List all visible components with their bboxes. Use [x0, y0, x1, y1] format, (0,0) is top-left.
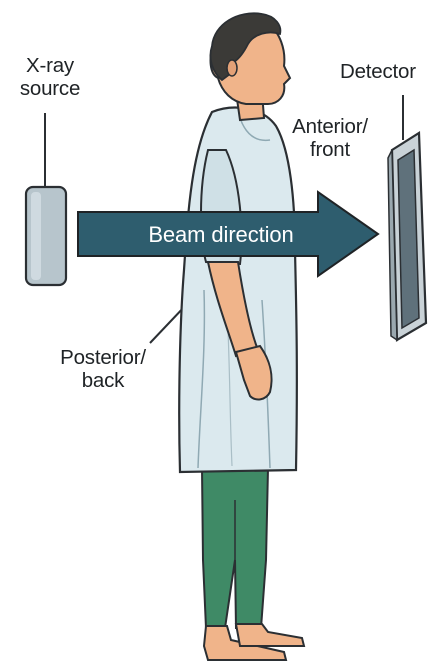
xray-source-label-line1: X-ray — [10, 55, 90, 78]
anterior-label-line2: front — [280, 139, 380, 162]
posterior-label-line2: back — [38, 370, 168, 393]
posterior-label: Posterior/ back — [38, 347, 168, 393]
patient-figure — [179, 13, 304, 660]
xray-source-label: X-ray source — [10, 55, 90, 101]
ear — [227, 60, 237, 76]
detector-panel — [388, 133, 426, 340]
anterior-label: Anterior/ front — [280, 116, 380, 162]
detector-label: Detector — [340, 61, 446, 84]
posterior-label-line1: Posterior/ — [38, 347, 168, 370]
front-foot — [236, 624, 304, 646]
xray-source-highlight — [31, 192, 41, 280]
anterior-label-line1: Anterior/ — [280, 116, 380, 139]
beam-direction-label: Beam direction — [96, 223, 346, 248]
xray-source-label-line2: source — [10, 78, 90, 101]
